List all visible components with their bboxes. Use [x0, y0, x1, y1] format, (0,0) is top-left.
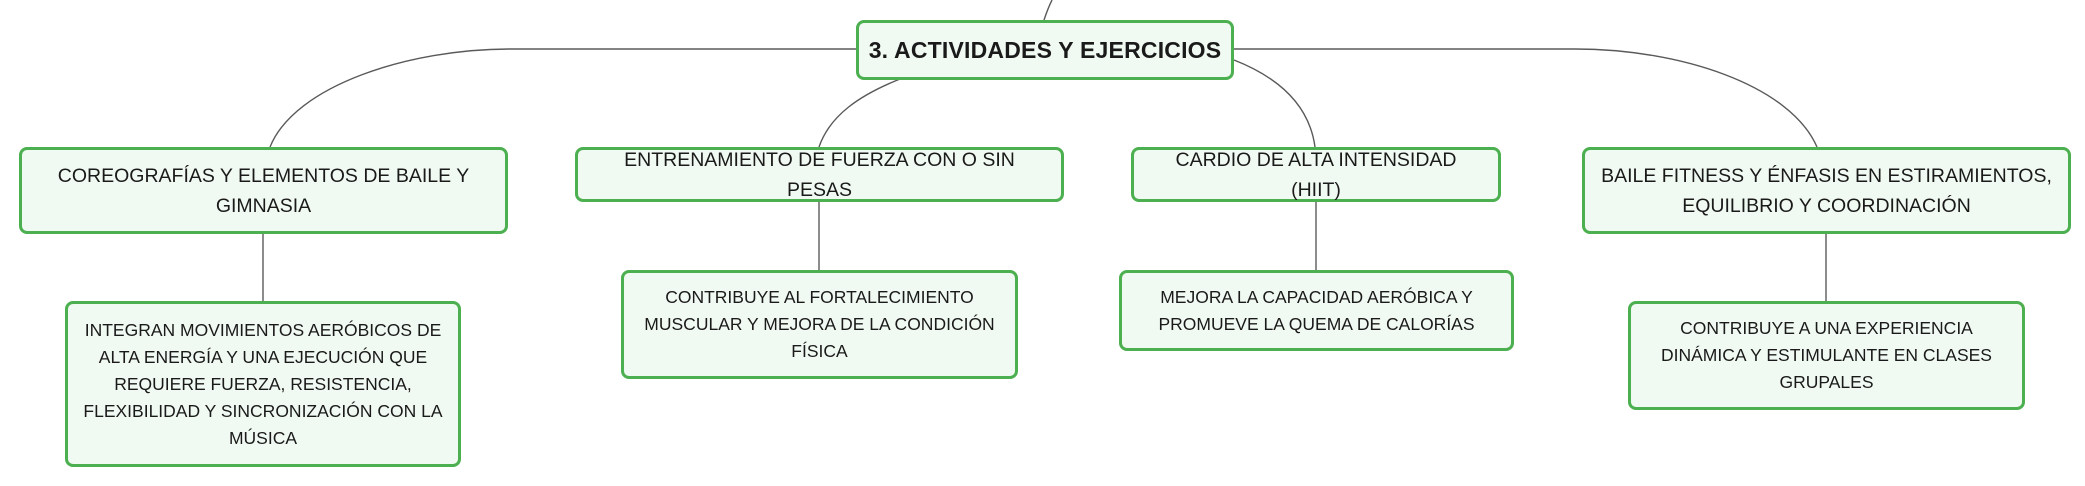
- detail-topic-coreografias[interactable]: INTEGRAN MOVIMIENTOS AERÓBICOS DE ALTA E…: [65, 301, 461, 467]
- root-topic-label: 3. ACTIVIDADES Y EJERCICIOS: [868, 36, 1222, 63]
- branch-topic-baile-fitness[interactable]: BAILE FITNESS Y ÉNFASIS EN ESTIRAMIENTOS…: [1582, 147, 2071, 234]
- branch-topic-label: BAILE FITNESS Y ÉNFASIS EN ESTIRAMIENTOS…: [1601, 164, 2052, 217]
- branch-topic-label: COREOGRAFÍAS Y ELEMENTOS DE BAILE Y GIMN…: [57, 164, 470, 217]
- connector-root-branch-1: [269, 48, 856, 148]
- connector-root-branch-3: [1233, 59, 1316, 148]
- branch-topic-hiit[interactable]: CARDIO DE ALTA INTENSIDAD (HIIT): [1131, 147, 1501, 202]
- branch-topic-label: ENTRENAMIENTO DE FUERZA CON O SIN PESAS: [624, 148, 1015, 201]
- connector-parent-root: [1043, 0, 1053, 21]
- branch-topic-coreografias[interactable]: COREOGRAFÍAS Y ELEMENTOS DE BAILE Y GIMN…: [19, 147, 508, 234]
- detail-topic-hiit[interactable]: MEJORA LA CAPACIDAD AERÓBICA Y PROMUEVE …: [1119, 270, 1514, 351]
- connector-root-branch-2: [818, 78, 901, 148]
- detail-topic-text: CONTRIBUYE A UNA EXPERIENCIA DINÁMICA Y …: [1661, 318, 1992, 392]
- root-topic[interactable]: 3. ACTIVIDADES Y EJERCICIOS: [856, 20, 1234, 80]
- connector-root-branch-4: [1234, 48, 1818, 148]
- detail-topic-fuerza[interactable]: CONTRIBUYE AL FORTALECIMIENTO MUSCULAR Y…: [621, 270, 1018, 379]
- branch-topic-label: CARDIO DE ALTA INTENSIDAD (HIIT): [1175, 148, 1457, 201]
- detail-topic-text: INTEGRAN MOVIMIENTOS AERÓBICOS DE ALTA E…: [83, 319, 443, 448]
- detail-topic-baile-fitness[interactable]: CONTRIBUYE A UNA EXPERIENCIA DINÁMICA Y …: [1628, 301, 2025, 410]
- detail-topic-text: CONTRIBUYE AL FORTALECIMIENTO MUSCULAR Y…: [644, 287, 995, 361]
- branch-topic-fuerza[interactable]: ENTRENAMIENTO DE FUERZA CON O SIN PESAS: [575, 147, 1064, 202]
- detail-topic-text: MEJORA LA CAPACIDAD AERÓBICA Y PROMUEVE …: [1158, 286, 1475, 334]
